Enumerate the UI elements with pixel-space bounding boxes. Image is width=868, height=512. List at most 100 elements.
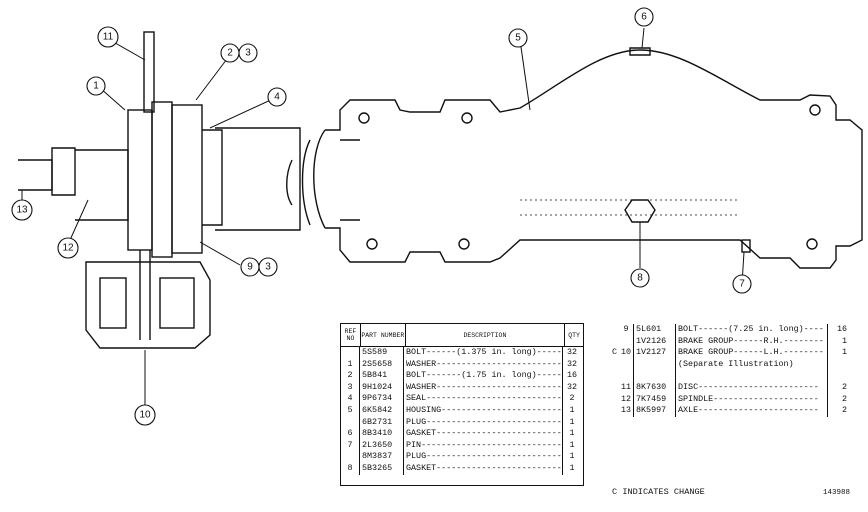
cell-part: 5S589 <box>360 347 404 359</box>
callout-7: 7 <box>739 279 745 290</box>
cell-ref: 13 <box>620 405 632 416</box>
cell-mark <box>610 336 619 348</box>
callout-11: 11 <box>103 32 114 43</box>
cell-qty: 1 <box>569 416 575 427</box>
cell-desc: PLUG------------------------------ <box>406 416 563 429</box>
axle-housing-outline <box>325 49 863 269</box>
cell-desc: WASHER--------------------------- <box>406 358 563 371</box>
cell-qty: 32 <box>566 381 578 392</box>
table-row: (Separate Illustration) <box>610 358 860 371</box>
callout-9: 9 <box>247 262 253 273</box>
cell-ref: 8 <box>341 462 360 475</box>
cell-ref <box>341 451 360 463</box>
cell-part <box>633 358 675 371</box>
cell-mark <box>610 405 619 417</box>
cell-desc: GASKET--------------------------- <box>406 428 563 440</box>
cell-mark: C <box>611 347 618 358</box>
cell-desc: AXLE------------------------ <box>675 405 827 417</box>
cell-qty: 1 <box>569 404 575 415</box>
callout-13: 13 <box>16 205 28 216</box>
cell-ref: 7 <box>341 439 360 452</box>
cell-desc: BRAKE GROUP------R.H.-------- <box>675 335 827 348</box>
cell-ref: 2 <box>341 370 360 382</box>
cell-qty: 32 <box>566 347 578 357</box>
callout-2: 2 <box>227 48 233 59</box>
cell-desc: SPINDLE--------------------- <box>675 393 827 406</box>
cell-part: 6K5842 <box>360 404 404 417</box>
table-row <box>610 370 860 382</box>
cell-ref: 4 <box>341 393 360 405</box>
table-header: REF NO PART NUMBER DESCRIPTION QTY <box>341 324 583 347</box>
cell-part: 9P6734 <box>360 393 404 405</box>
cell-qty <box>827 358 849 371</box>
cell-mark <box>610 382 619 394</box>
cell-mark <box>610 324 619 336</box>
cell-desc: BOLT------(1.375 in. long)------- <box>406 347 563 359</box>
cell-ref <box>341 347 360 359</box>
cell-desc: WASHER--------------------------- <box>406 381 563 394</box>
illustration-number: 143988 <box>823 489 851 497</box>
callout-1: 1 <box>93 81 99 92</box>
cell-ref: 3 <box>341 381 360 394</box>
cell-ref: 6 <box>341 428 360 440</box>
cell-part: 1V2127 <box>633 347 675 359</box>
cell-qty: 2 <box>827 393 849 406</box>
cell-desc: BOLT------(7.25 in. long)---- <box>675 324 827 336</box>
cell-mark <box>610 394 619 406</box>
cell-part: 1V2126 <box>633 335 675 348</box>
cell-part: 8M3837 <box>360 451 404 463</box>
header-ref: REF NO <box>341 324 361 346</box>
cell-ref: 9 <box>623 324 629 334</box>
cell-qty: 1 <box>569 428 575 439</box>
cell-qty: 2 <box>827 405 849 417</box>
cell-ref: 10 <box>620 347 632 358</box>
cell-qty: 1 <box>569 451 575 462</box>
callout-5: 5 <box>515 33 521 44</box>
cell-qty: 2 <box>827 381 849 394</box>
cell-ref <box>341 416 360 429</box>
cell-desc: BOLT-------(1.75 in. long)------- <box>406 370 563 382</box>
cell-part: 5L601 <box>633 324 675 336</box>
cell-ref: 5 <box>341 404 360 417</box>
cell-part: 2L3650 <box>360 439 404 452</box>
cell-ref <box>619 359 633 371</box>
cell-mark <box>610 370 619 382</box>
callout-12: 12 <box>62 243 74 254</box>
cell-desc <box>675 370 827 382</box>
change-indicator-note: C INDICATES CHANGE <box>612 487 705 497</box>
cell-ref <box>619 370 633 382</box>
header-qty: QTY <box>568 331 580 339</box>
cell-qty: 1 <box>569 439 575 450</box>
callout-4: 4 <box>274 92 280 103</box>
callout-6: 6 <box>641 12 647 23</box>
cell-ref <box>619 336 633 348</box>
cell-desc: GASKET--------------------------- <box>406 462 563 475</box>
cell-desc: SEAL----------------------------- <box>406 393 563 405</box>
cell-desc: PLUG------------------------------ <box>406 451 563 463</box>
callout-8: 8 <box>637 273 643 284</box>
cell-qty <box>827 370 849 382</box>
cell-qty: 32 <box>566 358 578 369</box>
cell-part: 8K5997 <box>633 405 675 417</box>
callout-3a: 3 <box>245 48 251 59</box>
cell-desc: HOUSING-------------------------- <box>406 404 563 417</box>
cell-qty: 2 <box>569 393 575 404</box>
callout-10: 10 <box>139 410 151 421</box>
header-desc: DESCRIPTION <box>406 324 566 346</box>
